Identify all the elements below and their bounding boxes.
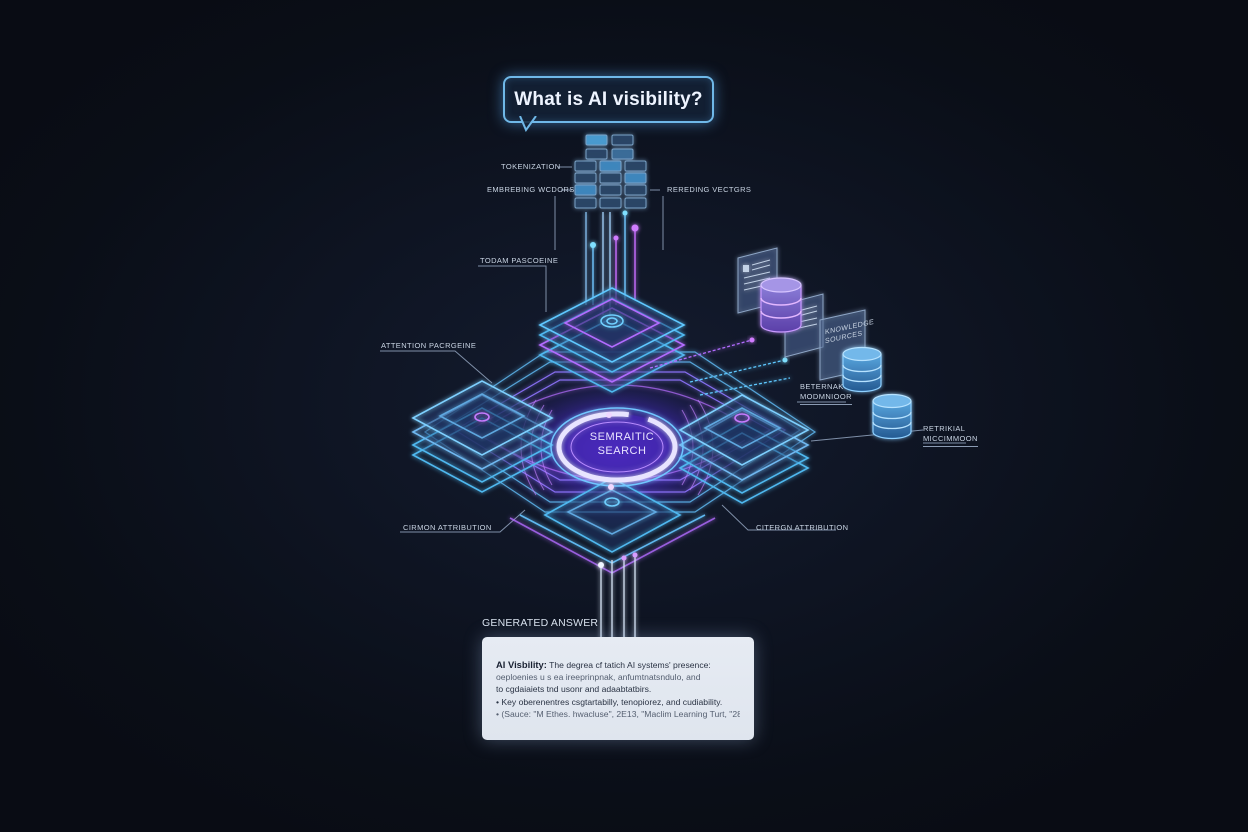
token-grid [574, 134, 647, 209]
answer-line-3: to cgdaiaiets tnd usonr and adaabtatbirs… [496, 684, 652, 695]
right-layer-stack [678, 394, 810, 504]
label-citation-attribution-left: CIRMON ATTRIBUTION [403, 523, 492, 532]
answer-line-4: • Key oberenentres csgtartabilly, tenopi… [496, 696, 723, 707]
database-icon-blue-1 [842, 346, 882, 393]
label-citation-attribution-right: CITERGN ATTRIBUTION [756, 523, 849, 532]
answer-line-5: • (Sauce: "M Ethes. hwacluse", 2E13, "Ma… [496, 708, 740, 719]
generated-answer-title: GENERATED ANSWER [482, 617, 599, 629]
answer-line-1: The degrea cf tatich AI systems' presenc… [549, 660, 711, 670]
database-icon-blue-2 [872, 393, 912, 440]
answer-term: AI Visbility: [496, 659, 547, 670]
bubble-tail-icon [519, 116, 537, 132]
label-external-retrieval: BETERNAK MODMNIOOR [800, 382, 852, 405]
left-layer-stack [411, 380, 554, 493]
question-text: What is AI visibility? [514, 88, 703, 110]
generated-answer-panel: AI Visbility: The degrea cf tatich AI sy… [482, 637, 754, 740]
question-bubble: What is AI visibility? [503, 76, 714, 123]
label-attention-processing: ATTENTION PACRGEINE [381, 341, 477, 350]
semantic-search-label: SEMRAITIC SEARCH [589, 431, 655, 457]
answer-line-2: oeploenies u s ea ireeprinpnak, anfumtna… [496, 672, 701, 683]
label-token-processing: TODAM PASCOEINE [480, 256, 559, 265]
label-retrieval-mechanism: RETRIKIAL MICCIMMOON [923, 424, 978, 447]
label-embedding-vectors-right: REREDING VECTGRS [667, 185, 752, 194]
top-layer-stack [538, 287, 686, 393]
label-tokenization: TOKENIZATION [501, 162, 561, 171]
semantic-search-hub [550, 407, 684, 490]
database-icon-violet [760, 277, 802, 333]
label-embedding-vectors-left: EMBREBING WCDORS [487, 185, 575, 194]
